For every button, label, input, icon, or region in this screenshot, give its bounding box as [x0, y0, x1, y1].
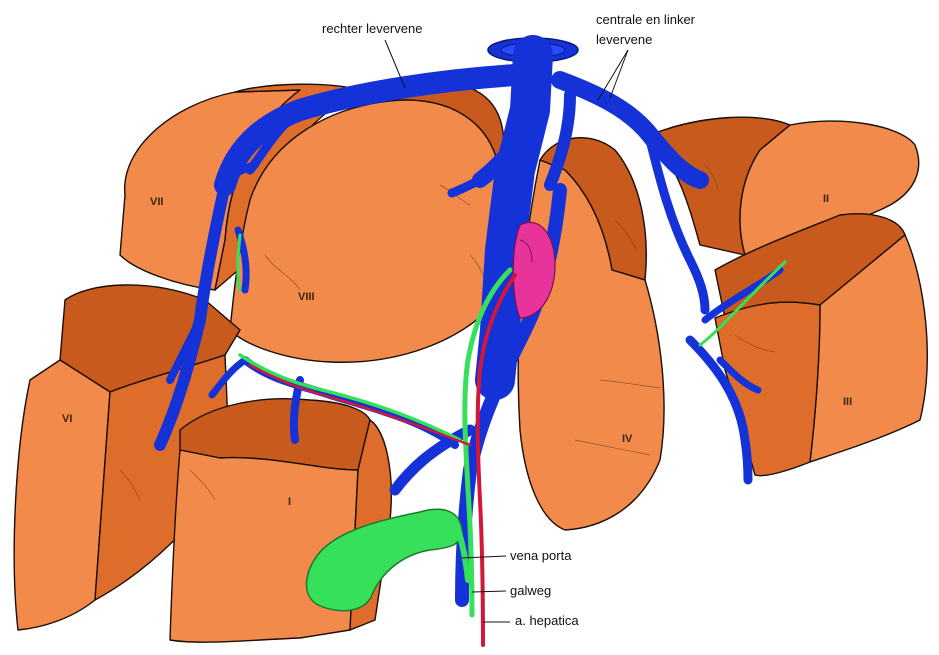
label-bile-duct: galweg [510, 583, 551, 598]
label-middle-left-hepatic-vein-line2: levervene [596, 32, 652, 47]
label-hepatic-artery: a. hepatica [515, 613, 579, 628]
label-portal-vein: vena porta [510, 548, 572, 563]
segment-label-vi: VI [62, 413, 72, 425]
segment-label-i: I [288, 496, 291, 508]
segment-label-vii: VII [150, 196, 163, 208]
segment-label-ii: II [823, 193, 829, 205]
segment-iv-block [518, 138, 664, 530]
label-right-hepatic-vein: rechter levervene [322, 21, 422, 36]
segment-label-viii: VIII [298, 291, 315, 303]
segment-label-iii: III [843, 396, 852, 408]
label-middle-left-hepatic-vein-line1: centrale en linker [596, 12, 696, 27]
segment-label-iv: IV [622, 433, 633, 445]
